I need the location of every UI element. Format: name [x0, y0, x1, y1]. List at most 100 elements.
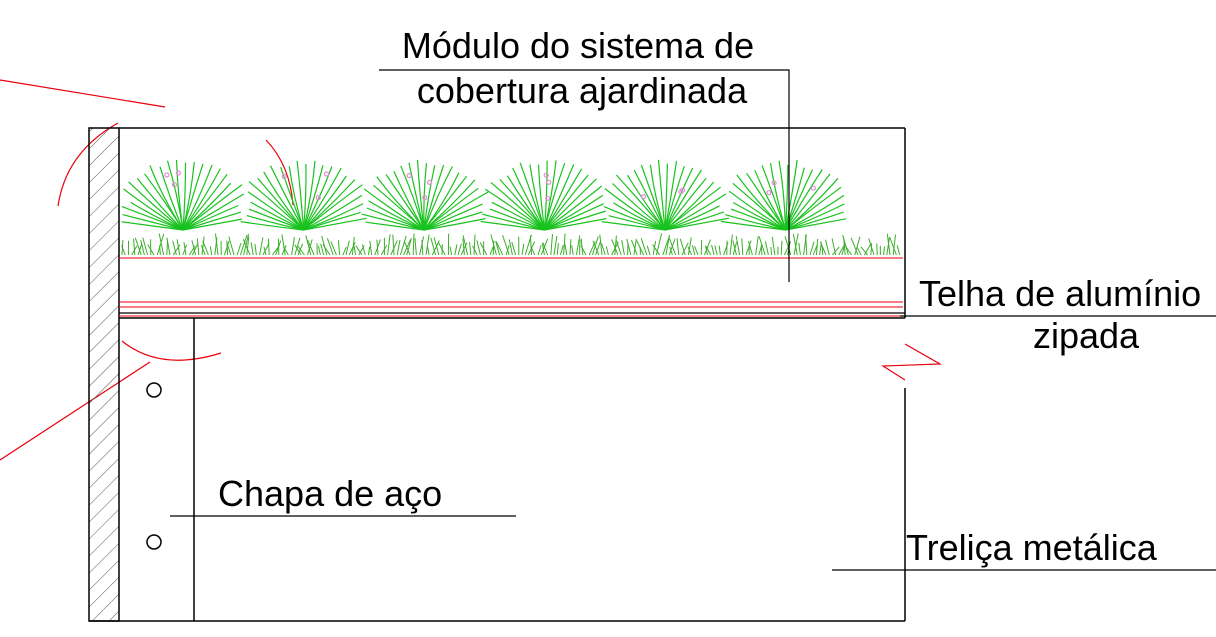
grass-blade: [449, 246, 453, 256]
grass-blade: [353, 243, 357, 256]
grass-blade: [267, 238, 270, 256]
plant-leaf: [769, 162, 787, 231]
plant-leaf: [512, 167, 546, 231]
grass-blade: [633, 238, 637, 256]
plant-leaf: [601, 221, 666, 231]
grass-blade: [166, 237, 171, 256]
plant-leaf: [302, 166, 333, 231]
plant-leaf: [482, 213, 545, 231]
grass-blade: [399, 235, 407, 256]
plant-leaf: [754, 169, 787, 231]
plant-leaf: [633, 169, 666, 231]
grass-blade: [553, 235, 558, 256]
grass-blade: [783, 246, 789, 256]
plant-leaf: [664, 161, 678, 231]
flower-dot: [810, 185, 817, 191]
grass-blade: [764, 241, 769, 256]
plant: [361, 159, 489, 231]
plant-leaf: [303, 211, 361, 231]
grass-blade: [305, 235, 312, 256]
flower-dot: [171, 182, 178, 188]
grass-blade: [592, 240, 600, 256]
grass-blade: [825, 239, 830, 256]
grass-blade: [426, 246, 430, 256]
grass-blade: [809, 241, 815, 256]
grass-blade: [479, 242, 488, 256]
grass-blade: [473, 234, 476, 256]
grass-blade: [228, 236, 235, 256]
plant-leaf: [368, 200, 425, 231]
grass-blade: [831, 238, 837, 256]
grass-blade: [342, 246, 347, 256]
grass-blade: [121, 245, 126, 256]
plant-leaf: [544, 218, 607, 231]
grass-blade: [489, 246, 494, 256]
plant-leaf: [544, 174, 589, 231]
plant-leaf: [664, 177, 707, 231]
plant-leaf: [720, 220, 786, 231]
grass-blade: [537, 244, 542, 256]
plant-leaf: [303, 184, 363, 231]
plant-leaf: [784, 159, 798, 231]
grass-blade: [615, 240, 622, 256]
grass-blade: [886, 233, 891, 256]
grass-blade: [215, 233, 219, 256]
grass-blade: [856, 246, 862, 256]
plant: [240, 160, 367, 231]
grass-blade: [595, 240, 602, 256]
grass-blade: [326, 238, 334, 256]
grass-blade: [792, 233, 798, 256]
plant-leaf: [361, 213, 425, 231]
grass-blade: [196, 238, 200, 256]
flower-dot: [640, 193, 647, 200]
grass-blade: [714, 245, 718, 256]
plant-leaf: [778, 160, 787, 231]
grass-blade: [495, 241, 504, 256]
flower-dot: [422, 195, 428, 201]
grass-blade: [283, 246, 289, 256]
grass-blade: [691, 245, 696, 256]
grass-blade: [191, 243, 199, 256]
plant-leaf: [159, 166, 184, 231]
leader-lines: [170, 69, 1216, 571]
grass-blade: [886, 237, 890, 256]
plant: [720, 159, 847, 231]
plant-leaf: [785, 203, 845, 231]
roof-label-line1: Telha de alumínio: [919, 273, 1201, 314]
grass-blade: [281, 234, 286, 256]
plant-leaf: [664, 186, 721, 231]
plant-leaf: [664, 193, 727, 231]
grass-blade: [330, 241, 337, 256]
plant-leaf: [537, 164, 546, 231]
grass-blade: [542, 242, 549, 256]
plant-leaf: [128, 181, 184, 231]
grass-blade: [476, 240, 481, 256]
grass-blade: [732, 240, 737, 256]
plant-leaf: [247, 191, 304, 231]
grass-blade: [294, 244, 302, 256]
grass-blade: [490, 234, 497, 256]
grass-blade: [700, 239, 703, 256]
plant-leaf: [416, 159, 425, 231]
plant-leaf: [544, 185, 603, 231]
grass-blade: [246, 236, 250, 256]
grass-blade: [250, 242, 254, 256]
plant-leaf: [603, 206, 666, 231]
grass-blade: [687, 246, 693, 256]
grass-blade: [665, 235, 670, 256]
grass-blade: [291, 237, 295, 256]
plant-leaf: [246, 215, 304, 231]
grass-blade: [472, 245, 478, 256]
plant-leaf: [664, 167, 694, 231]
plant-leaf: [303, 175, 347, 231]
plant-leaf: [122, 214, 184, 231]
red-construction-lines: [0, 79, 294, 461]
grass-blade: [147, 244, 155, 256]
frame-outline: [89, 127, 906, 622]
plant-leaf: [626, 174, 666, 231]
grass-blade: [611, 239, 619, 256]
grass-blade: [176, 239, 181, 256]
plant-leaf: [725, 214, 786, 231]
plant-leaf: [303, 194, 363, 231]
